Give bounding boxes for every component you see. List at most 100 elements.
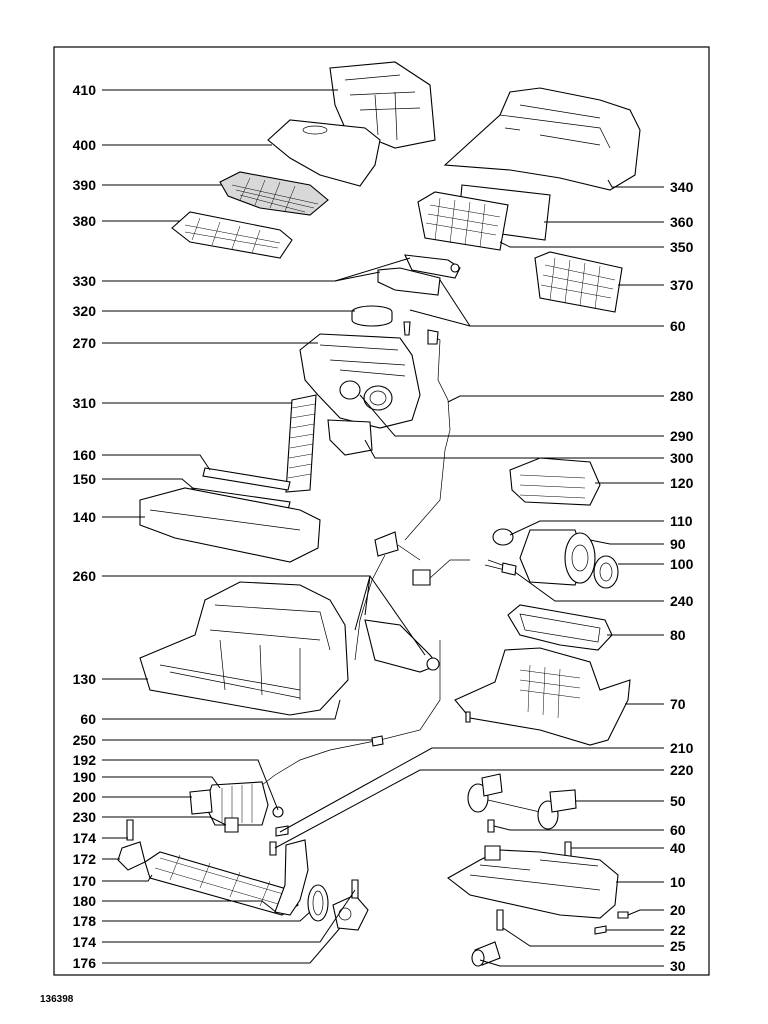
- callout-140: 140: [73, 509, 97, 525]
- part-20-clip: [617, 911, 629, 919]
- callout-160: 160: [73, 447, 97, 463]
- callout-172: 172: [73, 851, 97, 867]
- part-140-bumper: [139, 487, 321, 563]
- callout-250: 250: [73, 732, 97, 748]
- callout-220: 220: [670, 762, 694, 778]
- callout-180: 180: [73, 893, 97, 909]
- part-130-base: [139, 581, 349, 716]
- part-200-cap: [189, 789, 213, 815]
- callout-130: 130: [73, 671, 97, 687]
- callout-330: 330: [73, 273, 97, 289]
- part-370-filter: [534, 251, 623, 313]
- part-250-wire: [261, 640, 441, 786]
- part-110-bearing: [492, 528, 514, 546]
- callout-20: 20: [670, 902, 686, 918]
- callout-270: 270: [73, 335, 97, 351]
- part-300-housing: [327, 419, 373, 456]
- callout-390: 390: [73, 177, 97, 193]
- part-330-latch: [377, 254, 461, 296]
- part-180-frame: [274, 839, 329, 922]
- callout-50: 50: [670, 793, 686, 809]
- part-170-brushroll: [144, 851, 299, 916]
- part-60-screw-middle: [465, 711, 471, 723]
- part-174-screw-upper: [126, 819, 134, 841]
- part-174-screw-lower: [351, 879, 359, 899]
- part-390-filter: [219, 171, 329, 216]
- callout-174-lower: 174: [73, 934, 97, 950]
- callout-80: 80: [670, 627, 686, 643]
- part-60-screw-upper: [403, 321, 411, 336]
- part-230-brush: [224, 817, 239, 833]
- part-25-bolt: [496, 909, 504, 931]
- callout-30: 30: [670, 958, 686, 974]
- callout-10: 10: [670, 874, 686, 890]
- callout-192: 192: [73, 752, 97, 768]
- part-260-harness: [354, 531, 470, 673]
- part-190-brush-motor: [189, 781, 284, 826]
- part-240-connector: [484, 559, 517, 576]
- callout-230: 230: [73, 809, 97, 825]
- callout-260: 260: [73, 568, 97, 584]
- diagram-frame: [53, 46, 710, 976]
- callout-90: 90: [670, 536, 686, 552]
- callout-310: 310: [73, 395, 97, 411]
- callout-240: 240: [670, 593, 694, 609]
- callout-25: 25: [670, 938, 686, 954]
- callout-174-upper: 174: [73, 830, 97, 846]
- callout-100: 100: [670, 556, 694, 572]
- part-100-ring: [593, 555, 619, 589]
- callout-300: 300: [670, 450, 694, 466]
- callout-190: 190: [73, 769, 97, 785]
- callout-60-upper: 60: [670, 318, 686, 334]
- callout-110: 110: [670, 513, 693, 529]
- callout-70: 70: [670, 696, 686, 712]
- callout-22: 22: [670, 922, 686, 938]
- part-280-cable: [404, 329, 451, 541]
- callouts-right: 340 360 350 370 60 280 290 300 120 110 9…: [670, 179, 694, 974]
- callout-320: 320: [73, 303, 97, 319]
- callout-280: 280: [670, 388, 694, 404]
- callout-170: 170: [73, 873, 97, 889]
- callout-60-lower: 60: [670, 822, 686, 838]
- part-172-endcap: [117, 819, 146, 871]
- callout-176: 176: [73, 955, 97, 971]
- callout-350: 350: [670, 239, 694, 255]
- callout-290: 290: [670, 428, 694, 444]
- part-22-pad: [594, 925, 607, 935]
- part-10-baseplate: [447, 845, 619, 919]
- part-310-hose: [285, 394, 317, 493]
- callout-210: 210: [670, 740, 694, 756]
- callout-370: 370: [670, 277, 694, 293]
- callout-60-left: 60: [80, 711, 96, 727]
- callout-200: 200: [73, 789, 97, 805]
- part-120-cover: [509, 457, 601, 506]
- part-178-belt: [307, 884, 329, 922]
- callouts-left: 410 400 390 380 330 320 270 310 160 150 …: [73, 82, 97, 971]
- callout-178: 178: [73, 913, 97, 929]
- part-380-filter-frame: [171, 211, 293, 259]
- part-30-caster: [471, 941, 501, 967]
- leader-lines: [102, 89, 664, 967]
- part-160-strip: [202, 467, 291, 491]
- part-210-clip: [269, 825, 289, 856]
- callout-40: 40: [670, 840, 686, 856]
- part-70-housing: [454, 647, 631, 746]
- part-90-motor: [492, 528, 619, 589]
- part-60-screw-lower: [487, 819, 495, 833]
- part-340-housing: [443, 87, 641, 191]
- part-80-gasket: [507, 604, 613, 651]
- callout-400: 400: [73, 137, 97, 153]
- part-270-chassis: [299, 333, 421, 429]
- part-50-wheels: [467, 773, 577, 830]
- part-350-filter: [417, 191, 509, 251]
- part-410-lid: [329, 61, 436, 149]
- callout-120: 120: [670, 475, 694, 491]
- drawing-number: 136398: [40, 994, 74, 1005]
- callout-380: 380: [73, 213, 97, 229]
- part-400-cover: [267, 119, 381, 187]
- callout-360: 360: [670, 214, 694, 230]
- callout-150: 150: [73, 471, 97, 487]
- part-320-cap: [351, 305, 393, 327]
- part-drawings: [117, 61, 641, 967]
